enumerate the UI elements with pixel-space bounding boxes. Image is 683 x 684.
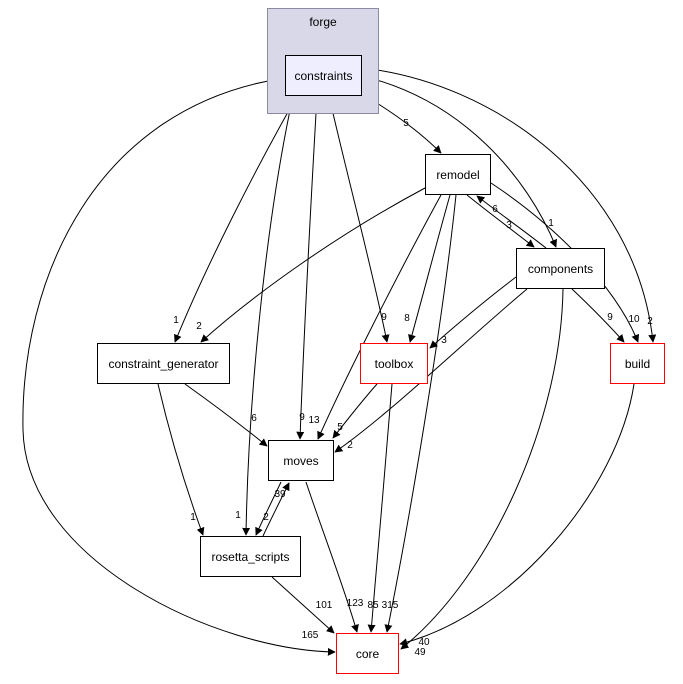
edge-label-build-core: 40 [418, 637, 430, 648]
edge-label-moves-core: 123 [346, 598, 364, 609]
node-toolbox-label: toolbox [374, 356, 414, 371]
edge-moves-core [305, 481, 359, 633]
edge-label-constraints-moves: 9 [299, 412, 305, 423]
edge-label-components-moves: 2 [347, 440, 353, 451]
edge-rosetta-scripts-moves [262, 482, 290, 537]
edge-constraints-constraint-generator [174, 95, 298, 343]
edge-label-remodel-build: 10 [628, 314, 640, 325]
edge-toolbox-moves [332, 383, 378, 439]
edge-moves-rosetta-scripts [255, 481, 282, 536]
edge-label-constraint-generator-moves: 6 [251, 413, 257, 424]
edge-label-components-remodel: 6 [492, 204, 498, 215]
edge-remodel-core [384, 194, 457, 633]
edge-constraint-generator-rosetta-scripts [157, 383, 205, 536]
edge-rosetta-scripts-core [271, 576, 335, 634]
edge-label-components-toolbox: 3 [441, 335, 447, 346]
edge-label-components-core: 49 [414, 647, 426, 658]
edge-label-remodel-core: 315 [381, 600, 399, 611]
edge-label-constraints-build: 2 [647, 316, 653, 327]
edge-constraint-generator-moves [184, 383, 268, 447]
edge-components-moves [334, 288, 528, 453]
edge-remodel-constraint-generator [200, 187, 426, 343]
node-remodel[interactable]: remodel [425, 154, 491, 195]
edge-components-build [571, 288, 625, 343]
node-toolbox[interactable]: toolbox [360, 343, 428, 384]
node-rosetta-scripts-label: rosetta_scripts [211, 549, 290, 564]
node-core[interactable]: core [336, 633, 399, 674]
edge-components-toolbox [429, 276, 517, 349]
node-remodel-label: remodel [436, 167, 480, 182]
edge-constraints-components [361, 75, 557, 248]
cluster-forge-label: forge [309, 15, 337, 29]
edge-constraints-rosetta-scripts [242, 95, 294, 536]
edge-label-toolbox-core: 85 [367, 600, 379, 611]
node-build[interactable]: build [610, 343, 665, 384]
edge-label-remodel-components: 3 [506, 220, 512, 231]
edge-label-moves-rosetta-scripts: 2 [263, 512, 269, 523]
edge-label-remodel-constraint-generator: 2 [196, 321, 202, 332]
edge-remodel-toolbox [408, 194, 451, 343]
edge-label-rosetta-scripts-moves: 39 [274, 489, 286, 500]
node-constraints[interactable]: constraints [285, 55, 362, 96]
edge-components-remodel [476, 195, 547, 249]
node-components-label: components [527, 261, 594, 276]
node-constraints-label: constraints [294, 68, 353, 83]
node-moves[interactable]: moves [268, 440, 334, 481]
edge-label-constraints-toolbox: 9 [381, 312, 387, 323]
edge-label-constraints-components: 1 [548, 218, 554, 229]
edge-label-remodel-toolbox: 8 [404, 313, 410, 324]
edge-constraints-build [361, 67, 657, 343]
edge-remodel-components [466, 194, 535, 248]
edge-label-remodel-moves: 13 [308, 415, 320, 426]
edge-label-toolbox-moves: 5 [337, 422, 343, 433]
edge-label-constraints-remodel: 5 [403, 118, 409, 129]
edge-label-constraints-core: 165 [301, 630, 319, 641]
edge-label-components-build: 9 [607, 312, 613, 323]
node-build-label: build [624, 356, 651, 371]
node-constraint-generator-label: constraint_generator [108, 356, 219, 371]
edge-remodel-moves [317, 194, 442, 440]
edge-constraints-toolbox [328, 95, 390, 343]
edge-label-rosetta-scripts-core: 101 [315, 600, 333, 611]
node-rosetta-scripts[interactable]: rosetta_scripts [200, 536, 301, 577]
edge-constraints-moves [296, 95, 318, 440]
edge-label-constraints-rosetta-scripts: 1 [235, 510, 241, 521]
edge-label-constraints-constraint-generator: 1 [173, 315, 179, 326]
edge-label-constraint-generator-rosetta-scripts: 1 [190, 512, 196, 523]
node-components[interactable]: components [516, 248, 605, 289]
node-constraint-generator[interactable]: constraint_generator [97, 343, 230, 384]
edge-toolbox-core [367, 383, 393, 633]
edge-constraints-core [22, 77, 336, 656]
node-core-label: core [355, 646, 380, 661]
edge-components-core [400, 288, 564, 650]
edge-build-core [399, 383, 635, 647]
node-moves-label: moves [283, 453, 319, 468]
